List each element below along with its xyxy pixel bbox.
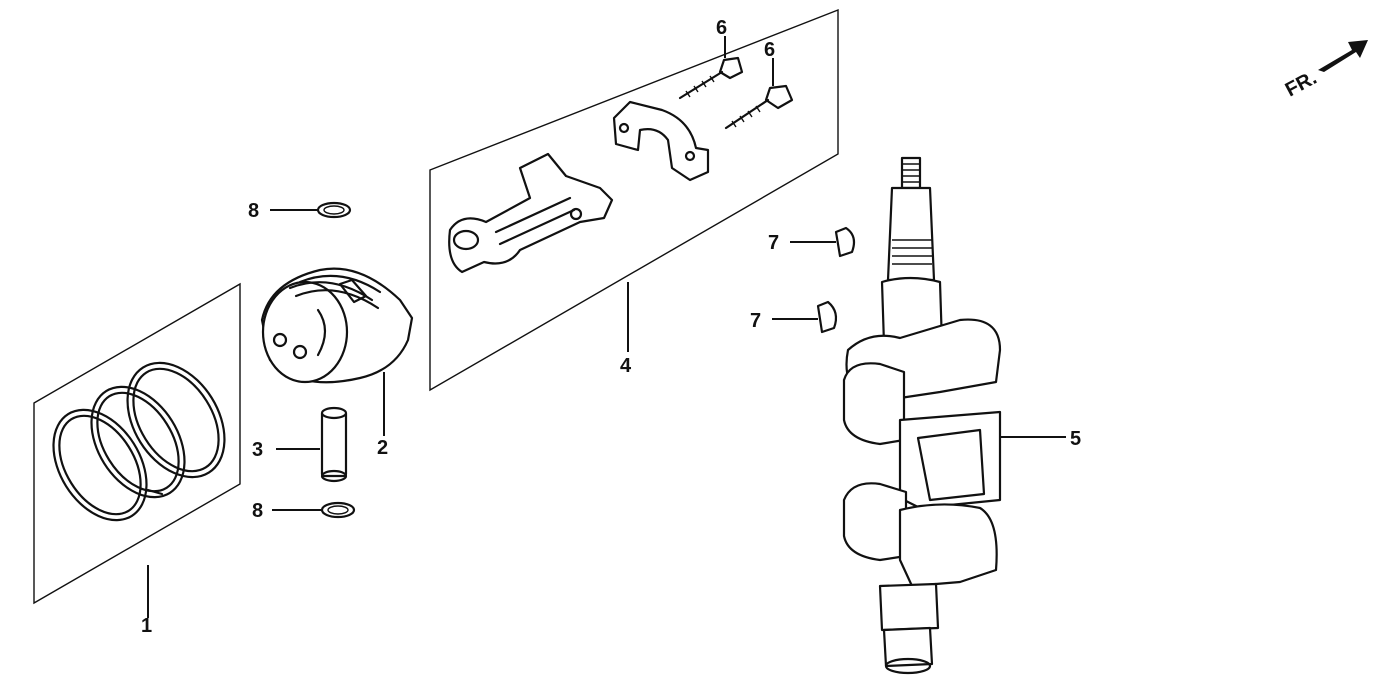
callout-8-upper: 8 bbox=[248, 200, 259, 222]
crankshaft bbox=[842, 156, 1002, 675]
rod-bolt-b bbox=[724, 84, 794, 130]
piston-ring-set bbox=[33, 282, 241, 605]
callout-7-lower: 7 bbox=[750, 310, 761, 332]
piston-pin-clip-upper bbox=[316, 201, 352, 219]
woodruff-key-lower bbox=[816, 300, 838, 334]
piston-ring-3 bbox=[126, 361, 226, 479]
rod-cap bbox=[612, 100, 710, 182]
callout-3: 3 bbox=[252, 439, 263, 461]
ring-set-frame bbox=[33, 282, 241, 605]
front-direction-marker: FR. bbox=[1282, 40, 1368, 101]
rod-bolt-a bbox=[678, 56, 744, 100]
callout-5: 5 bbox=[1070, 428, 1081, 450]
piston-pin-clip-lower bbox=[320, 501, 356, 519]
callout-2: 2 bbox=[377, 437, 388, 459]
piston-ring-1 bbox=[52, 408, 148, 522]
woodruff-key-upper bbox=[834, 226, 856, 258]
callout-4: 4 bbox=[620, 355, 632, 377]
callout-8-lower: 8 bbox=[252, 500, 263, 522]
front-arrow-icon bbox=[1318, 40, 1368, 72]
callout-7-upper: 7 bbox=[768, 232, 779, 254]
callout-6-a: 6 bbox=[716, 17, 727, 39]
callout-6-b: 6 bbox=[764, 39, 775, 61]
front-direction-label: FR. bbox=[1282, 67, 1321, 102]
connecting-rod bbox=[448, 152, 614, 274]
piston-ring-2 bbox=[90, 385, 186, 499]
connecting-rod-frame bbox=[429, 8, 839, 392]
piston bbox=[260, 267, 414, 384]
callout-1: 1 bbox=[141, 615, 152, 637]
piston-pin bbox=[320, 406, 348, 483]
connecting-rod-assembly bbox=[429, 8, 839, 392]
